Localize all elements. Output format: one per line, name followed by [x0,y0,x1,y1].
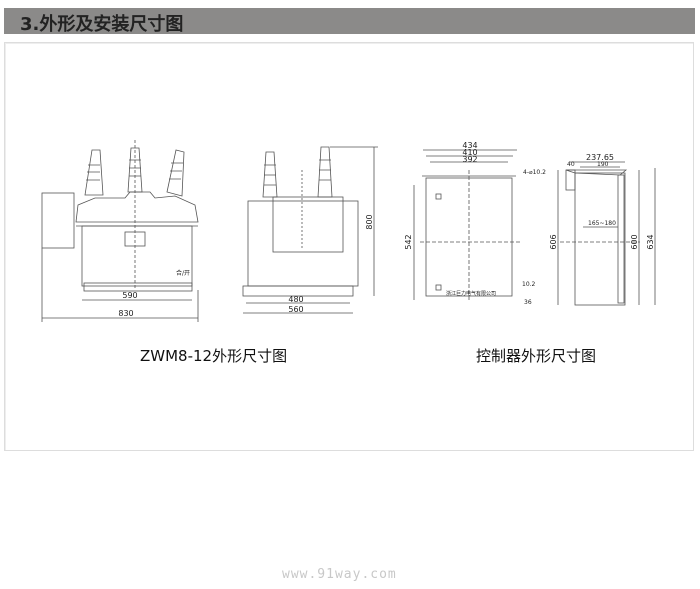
dim-10-2: 10.2 [522,281,536,288]
dim-634: 634 [646,234,655,249]
caption-breaker: ZWM8-12外形尺寸图 [140,347,288,365]
section-header: 3.外形及安装尺寸图 [4,8,695,35]
dim-410: 410 [462,148,477,157]
dim-542: 542 [404,234,413,249]
drawing-panel [4,42,694,451]
front-view-drawing [41,140,199,322]
section-title: 3.外形及安装尺寸图 [20,14,184,35]
controller-front-drawing [413,149,520,300]
caption-controller: 控制器外形尺寸图 [476,347,597,365]
dim-392: 392 [462,155,477,164]
dim-606: 606 [549,234,558,249]
dim-190: 190 [597,161,609,168]
dim-237-65: 237.65 [586,153,614,162]
dim-36: 36 [524,299,532,306]
dim-165-180: 165~180 [588,220,616,227]
watermark: www.91way.com [282,567,397,582]
side-view-drawing [242,146,378,314]
dim-830: 830 [118,309,133,318]
dim-holes: 4-⌀10.2 [523,169,546,176]
dim-560: 560 [288,305,303,314]
company-name: 浙江巨力电气有限公司 [446,290,496,297]
dim-40: 40 [567,161,575,168]
dim-480: 480 [288,295,303,304]
dim-590: 590 [122,291,137,300]
dim-434: 434 [462,141,477,150]
dim-800: 800 [365,214,374,229]
dim-600: 600 [630,234,639,249]
controller-side-drawing [557,161,656,306]
open-close-label: 合/开 [176,269,190,277]
